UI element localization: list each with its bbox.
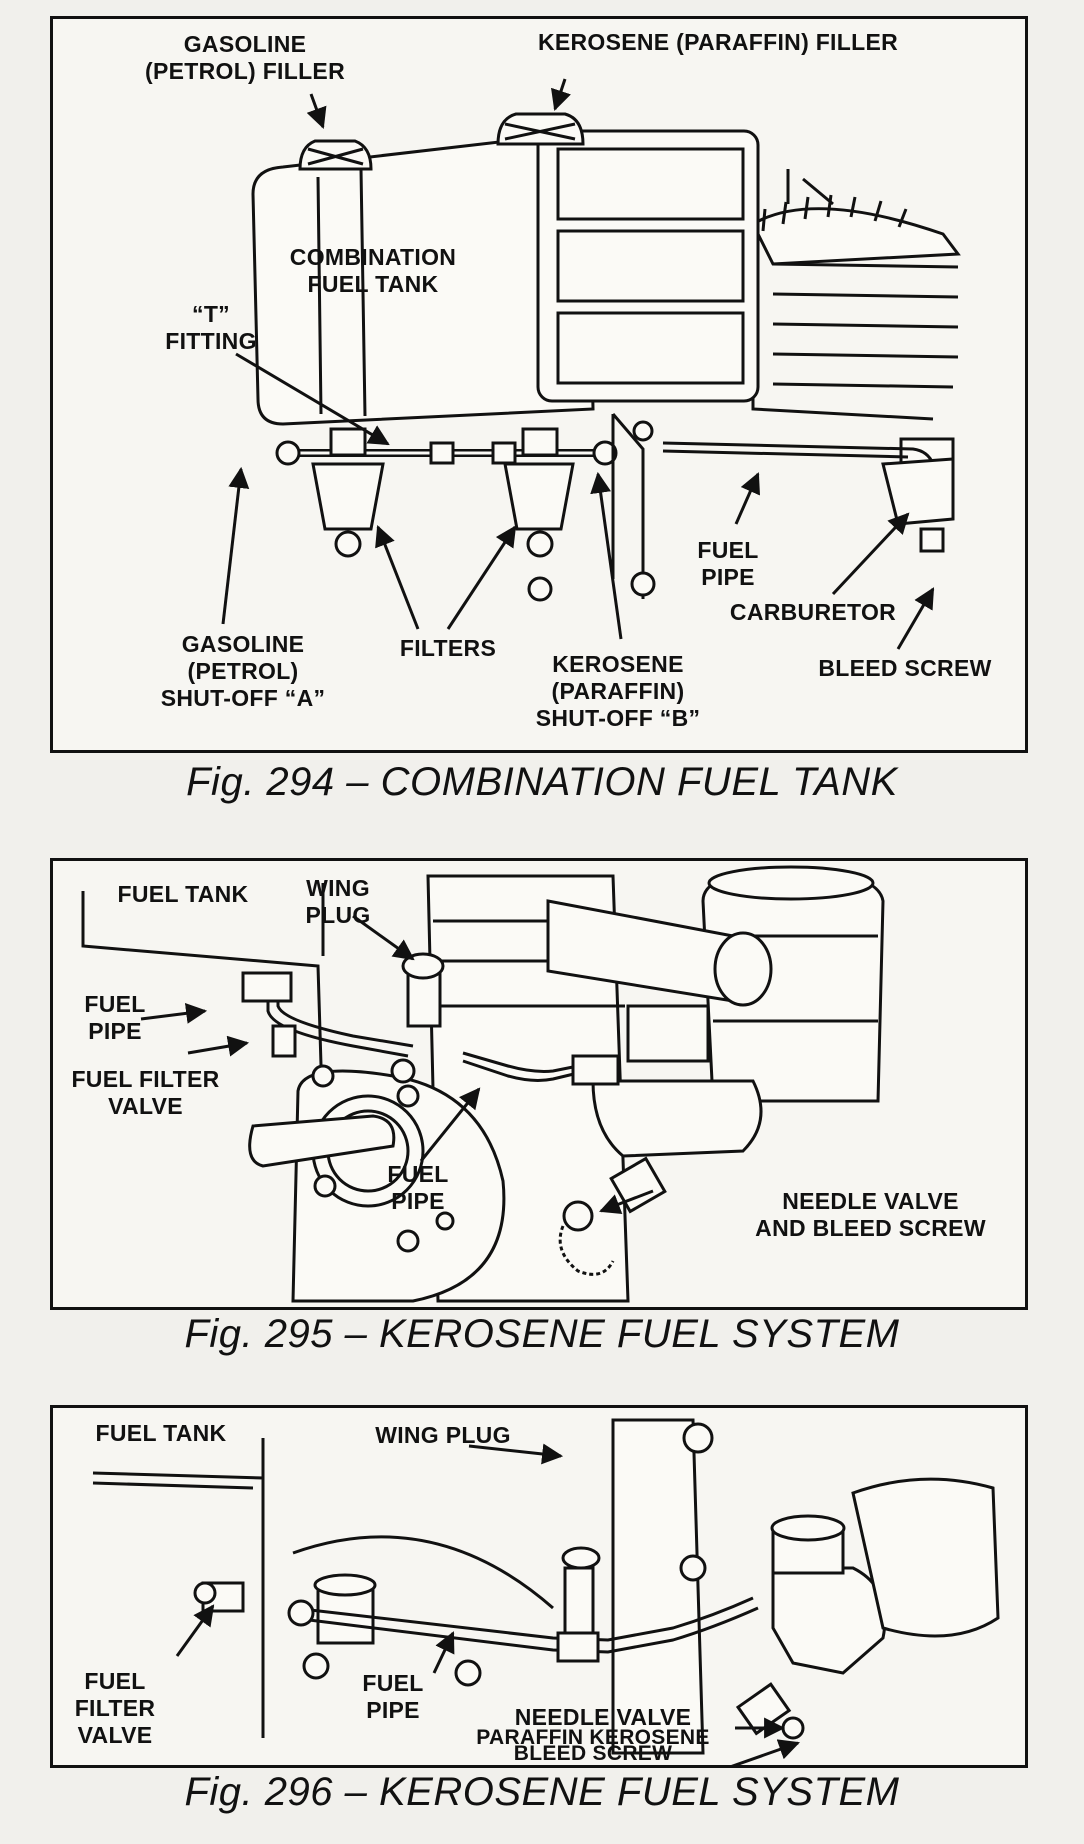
kerosene-filler-cap [496, 112, 585, 146]
gasoline-filler-cap [298, 139, 373, 171]
wing-plug-label: WING PLUG [305, 875, 371, 928]
fuel-pipe-label: FUEL PIPE [697, 537, 759, 590]
carburetor-assembly [546, 899, 773, 1276]
gasoline-shutoff-label: GASOLINE (PETROL) SHUT-OFF “A” [160, 631, 326, 711]
fuel-lines [241, 952, 620, 1086]
combination-fuel-tank-drawing [221, 78, 961, 650]
carburetor-assembly [735, 1477, 1000, 1740]
carburetor-label: CARBURETOR [729, 599, 897, 625]
carburetor-body [881, 457, 955, 553]
wing-plug-label: WING PLUG [375, 1422, 511, 1448]
fuel-pipe-label: FUEL PIPE [362, 1670, 424, 1723]
needle-valve-and-bleed-screw-label: NEEDLE VALVE AND BLEED SCREW [755, 1188, 986, 1241]
engine-block [248, 874, 630, 1303]
figure-294-panel: GASOLINE (PETROL) FILLER KEROSENE (PARAF… [50, 16, 1028, 753]
t-fitting-label: “T” FITTING [165, 301, 257, 354]
engine-cylinder-fins [751, 169, 961, 471]
figure-295-panel: FUEL TANK WING PLUG FUEL PIPE FUEL FILTE… [50, 858, 1028, 1310]
tank-bracket-and-fuel-pipe [527, 413, 935, 602]
fuel-tank-label: FUEL TANK [95, 1420, 227, 1446]
kerosene-fuel-system-drawing-b [92, 1418, 1000, 1765]
fuel-filter-valve-label: FUEL FILTER VALVE [74, 1668, 156, 1748]
callout-arrows [175, 1443, 800, 1765]
needle-valve-label: NEEDLE VALVE [514, 1704, 692, 1730]
figure-296-panel: FUEL TANK WING PLUG FUEL FILTER VALVE FU… [50, 1405, 1028, 1768]
figure-296-caption: Fig. 296 – KEROSENE FUEL SYSTEM [184, 1770, 900, 1814]
callout-arrows [140, 914, 654, 1215]
fuel-pipe-left-label: FUEL PIPE [84, 991, 146, 1044]
fuel-filter-valve-label: FUEL FILTER VALVE [71, 1066, 220, 1119]
combination-tank-body [251, 129, 760, 426]
engine-housing [292, 1418, 714, 1755]
filters-label: FILTERS [399, 635, 497, 661]
callout-arrows [221, 78, 935, 650]
fuel-lines [193, 1546, 759, 1663]
figure-294-caption: Fig. 294 – COMBINATION FUEL TANK [186, 760, 898, 804]
gasoline-filler-label: GASOLINE (PETROL) FILLER [145, 31, 345, 84]
kerosene-shutoff-label: KEROSENE (PARAFFIN) SHUT-OFF “B” [535, 651, 701, 731]
air-cleaner [701, 865, 885, 1103]
kerosene-fuel-system-drawing-a [81, 865, 885, 1303]
paraffin-kerosene-bleed-screw-label: PARAFFIN KEROSENE BLEED SCREW [476, 1726, 710, 1765]
tank-outline [92, 1438, 265, 1738]
fuel-tank-label: FUEL TANK [117, 881, 249, 907]
fuel-pipe-center-label: FUEL PIPE [387, 1161, 449, 1214]
figure-295-caption: Fig. 295 – KEROSENE FUEL SYSTEM [184, 1312, 900, 1356]
tank-outline [81, 883, 325, 1132]
kerosene-filler-label: KEROSENE (PARAFFIN) FILLER [537, 29, 899, 55]
combination-fuel-tank-label: COMBINATION FUEL TANK [289, 244, 457, 297]
bleed-screw-label: BLEED SCREW [818, 655, 992, 681]
filter-assemblies [275, 427, 618, 558]
